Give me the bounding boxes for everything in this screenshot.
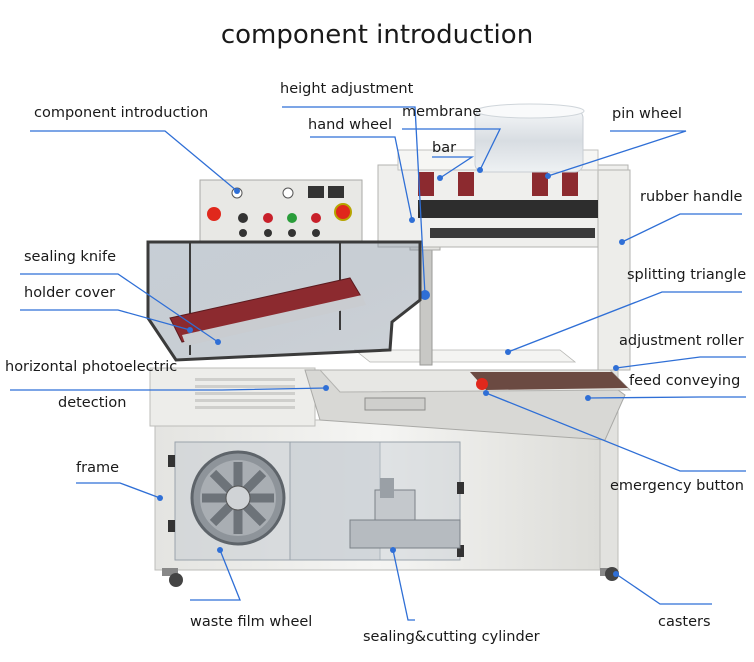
leader-emergency-button [485,392,746,472]
label-emergency-button: emergency button [610,478,744,494]
waste-film-wheel-drawing [190,450,286,546]
film-frame [377,103,631,371]
label-splitting-triangle: splitting triangle [627,267,747,283]
label-sealing-knife: sealing knife [24,249,117,265]
leader-splitting-triangle [507,291,742,353]
diagram-title: component introduction [220,20,534,50]
leader-bar [432,156,475,179]
label-horizontal-photoelectric: horizontal photoelectric [5,359,178,375]
label-frame: frame [76,460,119,476]
label-casters: casters [658,614,711,630]
leader-waste-film-wheel [190,549,241,601]
leader-cylinder [392,549,415,621]
label-holder-cover: holder cover [24,285,116,301]
label-detection: detection [58,395,127,411]
leader-photoelectric [10,387,327,391]
label-adjustment-roller: adjustment roller [619,333,744,349]
cylinder-drawing [349,478,461,549]
leader-holder-cover [20,309,191,331]
leader-feed-conveying [587,396,746,399]
leader-adjustment-roller [615,356,746,369]
holder-cover-drawing [146,240,422,362]
label-rubber-handle: rubber handle [640,189,743,205]
control-panel [199,179,363,243]
leader-frame [76,482,161,499]
leader-hand-wheel [310,136,413,221]
label-membrane: membrane [402,104,482,120]
leader-height-adjustment [282,106,426,296]
leader-membrane [402,128,502,171]
leader-component-introduction [30,130,238,192]
label-height-adjustment: height adjustment [280,81,414,97]
label-waste-film-wheel: waste film wheel [190,614,313,630]
label-component-introduction: component introduction [34,105,209,121]
label-sealing-cutting-cylinder: sealing&cutting cylinder [363,629,540,645]
worktable [304,349,632,441]
leader-pin-wheel [547,130,687,177]
leader-rubber-handle [621,213,742,243]
label-hand-wheel: hand wheel [308,117,392,133]
label-pin-wheel: pin wheel [612,106,682,122]
casters-drawing [162,567,619,587]
label-feed-conveying: feed conveying [629,373,741,389]
label-bar: bar [432,140,457,156]
leader-casters [615,573,712,605]
leader-sealing-knife [20,273,219,343]
